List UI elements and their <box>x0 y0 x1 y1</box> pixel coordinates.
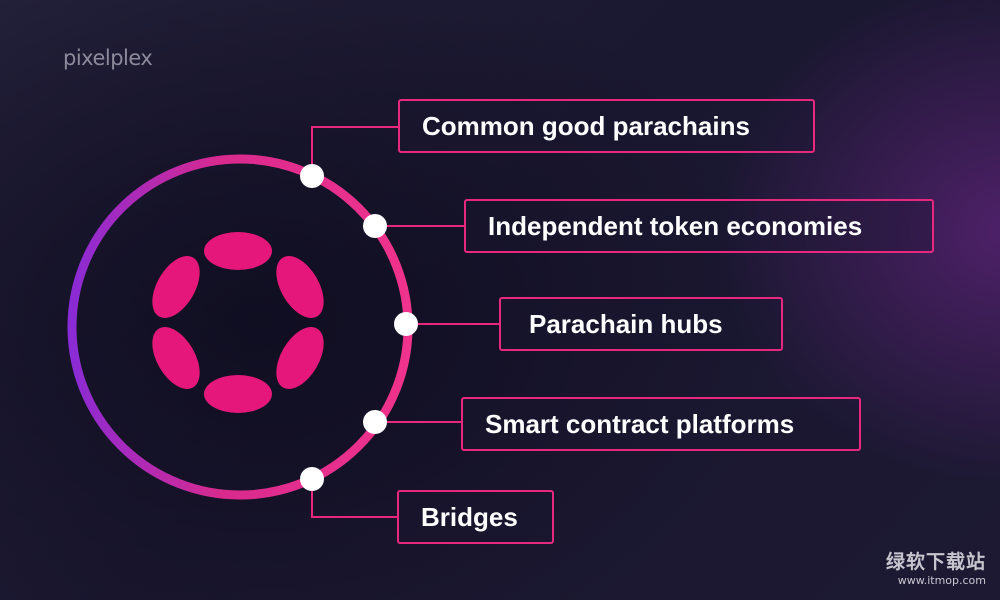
logo-dot-bottom <box>204 375 272 413</box>
watermark-url: www.itmop.com <box>897 574 986 587</box>
ring-node-2 <box>363 214 387 238</box>
label-common-good-parachains: Common good parachains <box>398 99 815 153</box>
ring-nodes <box>300 164 418 491</box>
logo-dot-upper-left <box>152 256 200 318</box>
ring-node-5 <box>300 467 324 491</box>
ring-node-4 <box>363 410 387 434</box>
connector-line-5 <box>311 479 398 518</box>
watermark: 绿软下载站 www.itmop.com <box>874 550 986 588</box>
label-independent-token-economies: Independent token economies <box>464 199 934 253</box>
logo-dot-top <box>204 232 272 270</box>
label-parachain-hubs: Parachain hubs <box>499 297 783 351</box>
logo-dot-upper-right <box>276 256 324 318</box>
connector-lines <box>311 126 500 518</box>
logo-dot-lower-left <box>152 327 200 389</box>
label-smart-contract-platforms: Smart contract platforms <box>461 397 861 451</box>
main-ring <box>67 154 413 500</box>
ring-node-3 <box>394 312 418 336</box>
watermark-title: 绿软下载站 <box>885 551 986 573</box>
logo-dot-lower-right <box>276 327 324 389</box>
ring-node-1 <box>300 164 324 188</box>
polkadot-logo-icon <box>152 232 324 413</box>
connector-line-1 <box>311 126 400 176</box>
label-bridges: Bridges <box>397 490 554 544</box>
brand-logo: pixelplex <box>63 46 153 70</box>
